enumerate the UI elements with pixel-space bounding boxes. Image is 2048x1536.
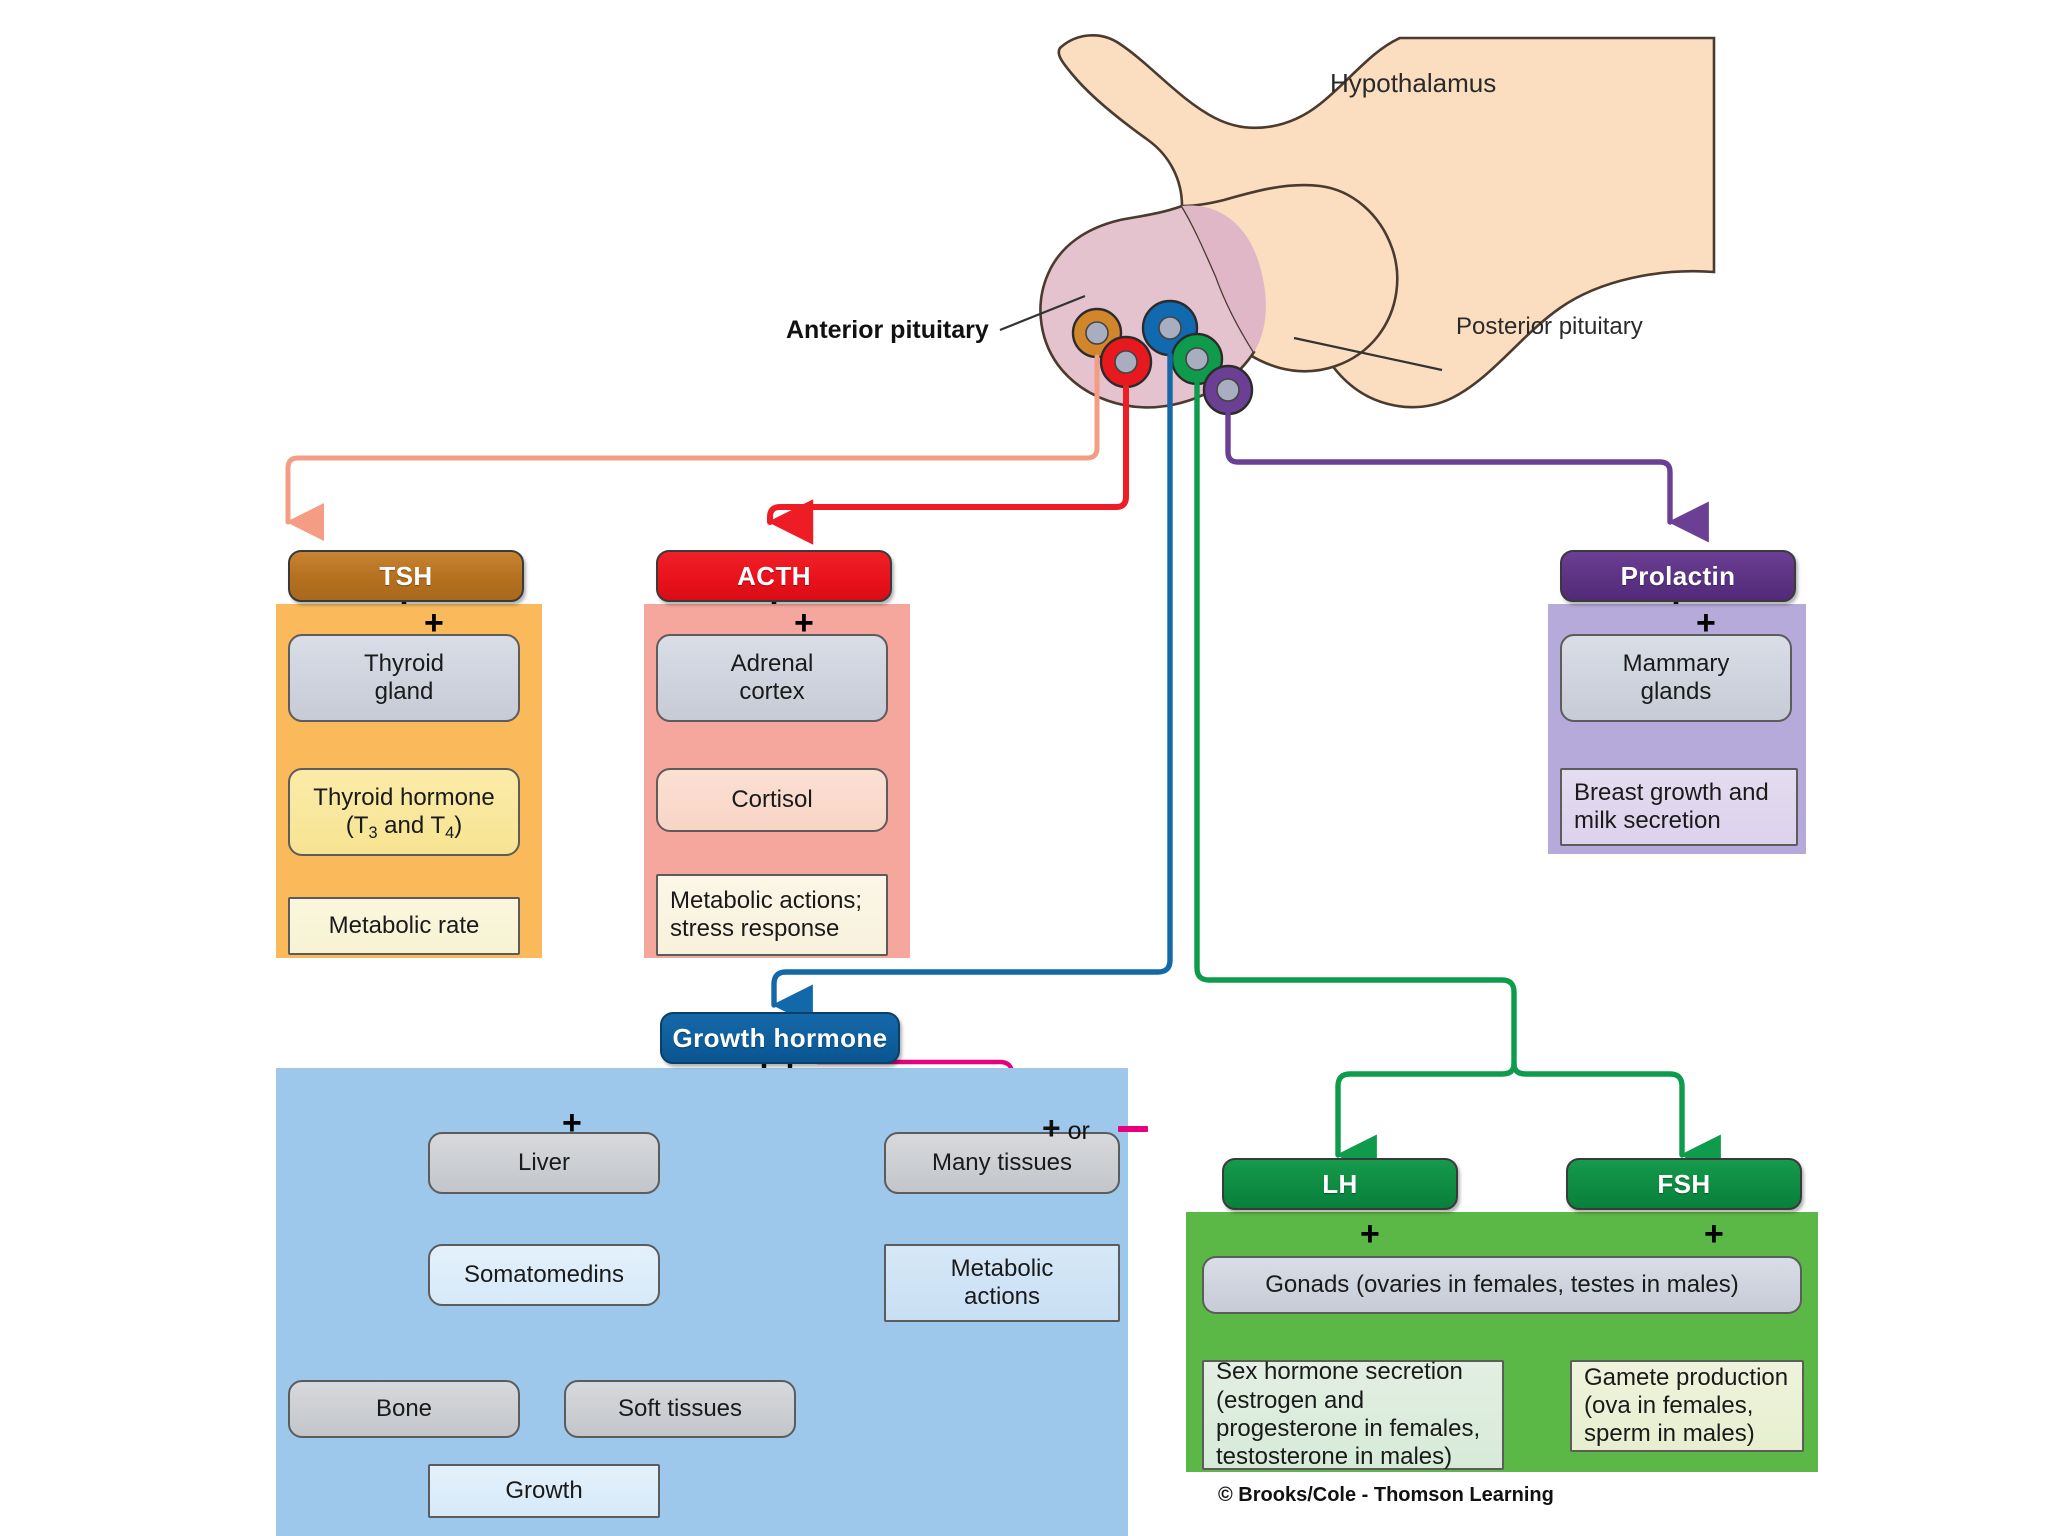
connector-prolactin bbox=[1225, 411, 1709, 543]
anterior-pituitary-leader bbox=[999, 294, 1086, 332]
tsh-plus-sign: + bbox=[424, 604, 444, 642]
thyroid-hormone-box: Thyroid hormone(T3 and T4) bbox=[288, 768, 520, 856]
somatomedins-box: Somatomedins bbox=[428, 1244, 660, 1306]
thyroid-hormone-label: Thyroid hormone(T3 and T4) bbox=[313, 783, 495, 843]
prolactin-pill[interactable]: Prolactin bbox=[1560, 550, 1796, 602]
connector-gonadotropins-trunk bbox=[1194, 381, 1517, 1067]
tsh-pill[interactable]: TSH bbox=[288, 550, 524, 602]
minus-sign-icon bbox=[1118, 1126, 1148, 1132]
hypothalamus-shape bbox=[1057, 33, 1716, 409]
gonadotropin-cell bbox=[1170, 332, 1224, 386]
gonads-box: Gonads (ovaries in females, testes in ma… bbox=[1202, 1256, 1802, 1314]
connector-growth-hormone bbox=[771, 352, 1173, 1026]
growth-box: Growth bbox=[428, 1464, 660, 1518]
soft-tissues-box: Soft tissues bbox=[564, 1380, 796, 1438]
posterior-pituitary-label: Posterior pituitary bbox=[1456, 313, 1643, 340]
anterior-pituitary-label: Anterior pituitary bbox=[786, 316, 989, 344]
growth-hormone-pill[interactable]: Growth hormone bbox=[660, 1012, 900, 1064]
somatomedins-label: Somatomedins bbox=[463, 1260, 625, 1288]
hypothalamus-label: Hypothalamus bbox=[1330, 68, 1497, 98]
acth-plus-sign: + bbox=[794, 604, 814, 642]
fsh-pill[interactable]: FSH bbox=[1566, 1158, 1802, 1210]
bone-label: Bone bbox=[375, 1394, 433, 1422]
metabolic-rate-label: Metabolic rate bbox=[328, 911, 480, 939]
acth-cell bbox=[1099, 335, 1153, 389]
bone-box: Bone bbox=[288, 1380, 520, 1438]
metabolic-actions-stress-box: Metabolic actions;stress response bbox=[656, 874, 888, 956]
gamete-production-box: Gamete production(ova in females,sperm i… bbox=[1570, 1360, 1804, 1452]
many-tissues-label: Many tissues bbox=[931, 1148, 1073, 1176]
connector-acth bbox=[767, 384, 1129, 545]
connector-fsh bbox=[1511, 1061, 1721, 1176]
prolactin-plus-sign: + bbox=[1696, 604, 1716, 642]
fsh-plus-sign: + bbox=[1704, 1215, 1724, 1253]
growth-hormone-many-tissues-sign: + or bbox=[1042, 1110, 1090, 1146]
liver-box: Liver bbox=[428, 1132, 660, 1194]
cortisol-box: Cortisol bbox=[656, 768, 888, 832]
acth-pill[interactable]: ACTH bbox=[656, 550, 892, 602]
metabolic-actions-stress-label: Metabolic actions;stress response bbox=[670, 886, 863, 942]
gamete-production-label: Gamete production(ova in females,sperm i… bbox=[1584, 1363, 1789, 1448]
connector-lh bbox=[1335, 1061, 1517, 1176]
metabolic-rate-box: Metabolic rate bbox=[288, 897, 520, 955]
lh-pill[interactable]: LH bbox=[1222, 1158, 1458, 1210]
liver-label: Liver bbox=[517, 1148, 571, 1176]
copyright-notice: © Brooks/Cole - Thomson Learning bbox=[1218, 1484, 1554, 1506]
soft-tissues-label: Soft tissues bbox=[617, 1394, 743, 1422]
connector-tsh bbox=[285, 354, 1100, 542]
pituitary-stalk-shape bbox=[1182, 205, 1266, 352]
gonads-label: Gonads (ovaries in females, testes in ma… bbox=[1265, 1270, 1739, 1298]
posterior-pituitary-leader bbox=[1293, 336, 1443, 372]
growth-label: Growth bbox=[505, 1476, 583, 1504]
cortisol-label: Cortisol bbox=[731, 785, 813, 813]
growth-hormone-liver-plus-sign: + bbox=[562, 1104, 582, 1142]
lh-plus-sign: + bbox=[1360, 1215, 1380, 1253]
